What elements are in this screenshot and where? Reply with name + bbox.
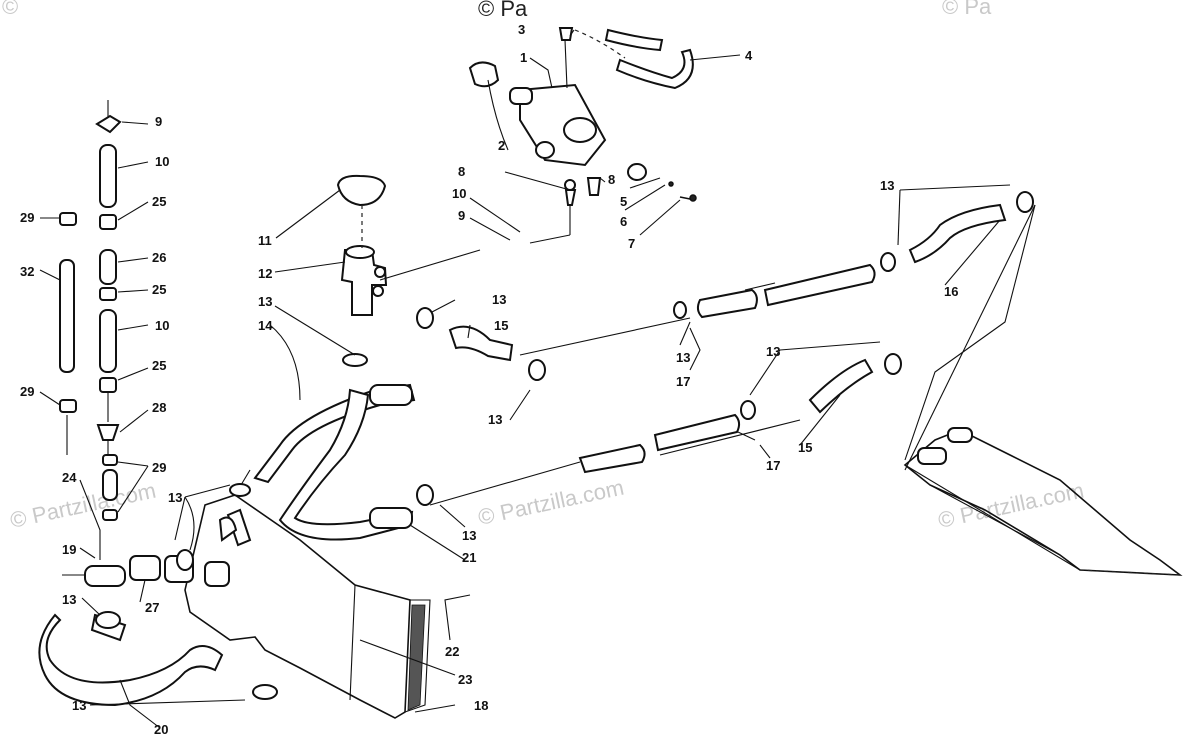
callout-1: 1 (520, 50, 527, 65)
callout-7: 7 (628, 236, 635, 251)
heat-exchanger (903, 427, 1183, 576)
callout-24: 24 (62, 470, 77, 485)
watermark-top-right: © Pa (942, 0, 992, 19)
callout-20: 20 (154, 722, 168, 737)
leader-lines (39, 29, 1011, 729)
watermark-top-left: © (2, 0, 18, 19)
callout-13b: 13 (492, 292, 506, 307)
drain-assembly (95, 100, 122, 521)
callout-28: 28 (152, 400, 166, 415)
callout-14: 14 (258, 318, 273, 333)
callout-29c: 29 (152, 460, 166, 475)
hose-15-upper (448, 325, 514, 362)
callout-4: 4 (745, 48, 753, 63)
callout-12: 12 (258, 266, 272, 281)
callout-8b: 8 (608, 172, 615, 187)
callout-10c: 10 (452, 186, 466, 201)
hose-clamps (95, 191, 1034, 700)
callout-15a: 15 (494, 318, 508, 333)
radiator-frame (184, 469, 431, 719)
t-fitting (62, 555, 230, 587)
callout-23: 23 (458, 672, 472, 687)
callout-13g: 13 (462, 528, 476, 543)
pipe-17-lower (578, 358, 874, 474)
hose-20 (38, 613, 224, 707)
hose-32 (59, 212, 77, 455)
callout-16: 16 (944, 284, 958, 299)
callout-29a: 29 (20, 210, 34, 225)
callout-6: 6 (620, 214, 627, 229)
watermark-top: © Pa (478, 0, 528, 21)
callout-13i: 13 (62, 592, 76, 607)
callout-25b: 25 (152, 282, 166, 297)
callout-10b: 10 (155, 318, 169, 333)
callout-32: 32 (20, 264, 34, 279)
callout-13f: 13 (880, 178, 894, 193)
callout-29b: 29 (20, 384, 34, 399)
callout-25a: 25 (152, 194, 166, 209)
watermark-mid-right: © Partzilla.com (936, 478, 1086, 533)
callout-10a: 10 (155, 154, 169, 169)
callout-26: 26 (152, 250, 166, 265)
overflow-hose (574, 28, 694, 90)
callout-22: 22 (445, 644, 459, 659)
pipe-17-upper (696, 203, 1007, 319)
callout-13j: 13 (72, 698, 86, 713)
callout-9a: 9 (155, 114, 162, 129)
callout-18: 18 (474, 698, 488, 713)
callout-8a: 8 (458, 164, 465, 179)
watermark-mid-center: © Partzilla.com (476, 475, 626, 530)
frame-lines (904, 204, 1036, 471)
callout-5: 5 (620, 194, 627, 209)
callout-15b: 15 (798, 440, 812, 455)
callout-2: 2 (498, 138, 505, 153)
callout-17b: 17 (766, 458, 780, 473)
callout-17a: 17 (676, 374, 690, 389)
filler-neck (336, 174, 388, 316)
hose-14-21 (253, 383, 416, 541)
callout-11: 11 (258, 233, 272, 248)
pipe-runs (379, 205, 801, 506)
callout-19: 19 (62, 542, 76, 557)
callout-13d: 13 (676, 350, 690, 365)
callout-numbers: 1 2 3 4 5 6 7 8 8 9 9 10 10 10 11 12 13 … (20, 22, 958, 737)
callout-13a: 13 (258, 294, 272, 309)
callout-25c: 25 (152, 358, 166, 373)
callout-13e: 13 (766, 344, 780, 359)
callout-27: 27 (145, 600, 159, 615)
callout-21: 21 (462, 550, 476, 565)
callout-13c: 13 (488, 412, 502, 427)
callout-13h: 13 (168, 490, 182, 505)
expansion-tank (468, 27, 697, 206)
callout-9b: 9 (458, 208, 465, 223)
callout-3: 3 (518, 22, 525, 37)
